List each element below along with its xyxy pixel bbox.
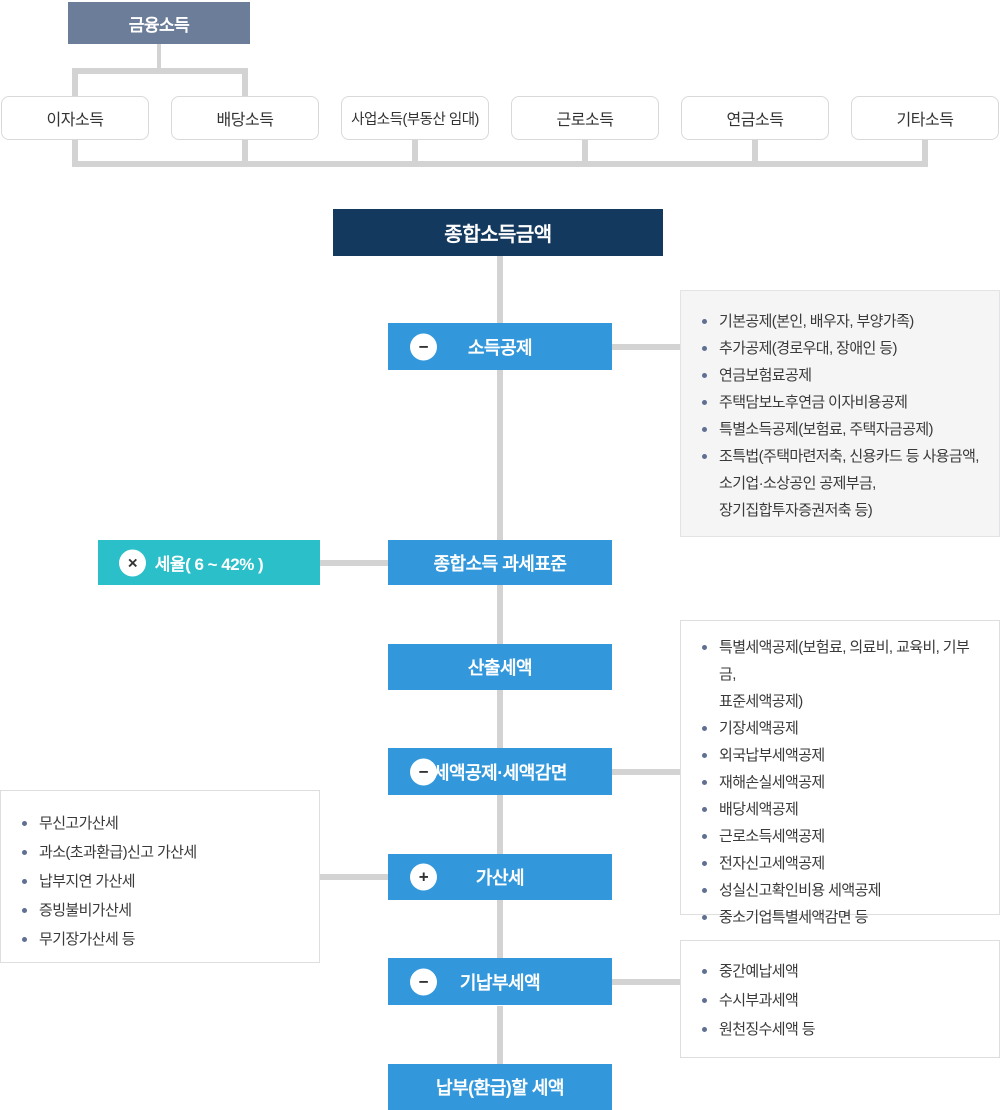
income-box-earned: 근로소득: [511, 96, 659, 140]
connector-line: [922, 140, 928, 161]
income-deduction-list: 기본공제(본인, 배우자, 부양가족)추가공제(경로우대, 장애인 등)연금보험…: [681, 308, 999, 524]
connector-line: [72, 68, 248, 74]
list-item: 연금보험료공제: [681, 362, 999, 389]
list-item: 조특법(주택마련저축, 신용카드 등 사용금액, 소기업·소상공인 공제부금, …: [681, 443, 999, 524]
connector-line: [582, 140, 588, 161]
tax-credit-box: − 세액공제·세액감면: [388, 748, 612, 795]
total-income-label: 종합소득금액: [444, 224, 552, 246]
income-deduction-box: − 소득공제: [388, 323, 612, 370]
list-item: 전자신고세액공제: [681, 850, 999, 877]
list-item: 과소(초과환급)신고 가산세: [1, 838, 319, 867]
list-item: 특별소득공제(보험료, 주택자금공제): [681, 416, 999, 443]
connector-line: [497, 1006, 503, 1064]
income-box-interest: 이자소득: [1, 96, 149, 140]
connector-line: [72, 68, 78, 96]
prepaid-tax-label: 기납부세액: [459, 972, 541, 993]
connector-line: [497, 900, 503, 958]
multiply-icon: ×: [119, 549, 146, 576]
tax-base-box: 종합소득 과세표준: [388, 540, 612, 585]
connector-line: [497, 256, 503, 323]
tax-credit-label: 세액공제·세액감면: [433, 762, 567, 783]
list-item: 수시부과세액: [681, 986, 999, 1015]
income-deduction-label: 소득공제: [467, 337, 533, 358]
list-item: 기장세액공제: [681, 715, 999, 742]
minus-icon: −: [410, 758, 437, 785]
income-label: 배당소득: [216, 112, 274, 129]
list-item: 재해손실세액공제: [681, 769, 999, 796]
list-item: 무기장가산세 등: [1, 925, 319, 954]
connector-line: [752, 140, 758, 161]
income-box-pension: 연금소득: [681, 96, 829, 140]
financial-income-label: 금융소득: [128, 15, 190, 35]
income-label: 기타소득: [896, 112, 954, 129]
connector-line: [497, 585, 503, 644]
connector-line: [612, 979, 680, 985]
tax-base-label: 종합소득 과세표준: [433, 553, 567, 574]
list-item: 성실신고확인비용 세액공제: [681, 877, 999, 904]
list-item: 중간예납세액: [681, 957, 999, 986]
list-item: 무신고가산세: [1, 809, 319, 838]
list-item: 특별세액공제(보험료, 의료비, 교육비, 기부금, 표준세액공제): [681, 634, 999, 715]
list-item: 주택담보노후연금 이자비용공제: [681, 389, 999, 416]
income-deduction-panel: 기본공제(본인, 배우자, 부양가족)추가공제(경로우대, 장애인 등)연금보험…: [680, 290, 1000, 537]
connector-line: [612, 769, 680, 775]
connector-line: [497, 370, 503, 540]
income-box-dividend: 배당소득: [171, 96, 319, 140]
list-item: 납부지연 가산세: [1, 867, 319, 896]
penalty-tax-label: 가산세: [475, 868, 525, 888]
financial-income-box: 금융소득: [68, 2, 250, 44]
connector-line: [157, 44, 161, 70]
minus-icon: −: [410, 968, 437, 995]
list-item: 중소기업특별세액감면 등: [681, 904, 999, 931]
connector-line: [612, 344, 680, 350]
list-item: 배당세액공제: [681, 796, 999, 823]
minus-icon: −: [410, 333, 437, 360]
connector-line: [242, 140, 248, 161]
calculated-tax-label: 산출세액: [467, 658, 533, 678]
income-box-other: 기타소득: [851, 96, 999, 140]
income-box-business: 사업소득(부동산 임대): [341, 96, 489, 140]
final-tax-box: 납부(환급)할 세액: [388, 1064, 612, 1110]
income-label: 사업소득(부동산 임대): [351, 111, 479, 128]
list-item: 증빙불비가산세: [1, 896, 319, 925]
income-label: 근로소득: [556, 112, 614, 129]
list-item: 추가공제(경로우대, 장애인 등): [681, 335, 999, 362]
income-label: 이자소득: [46, 112, 104, 129]
penalty-tax-box: + 가산세: [388, 854, 612, 900]
plus-icon: +: [410, 863, 437, 891]
connector-line: [72, 161, 928, 167]
connector-line: [497, 795, 503, 854]
prepaid-tax-box: − 기납부세액: [388, 958, 612, 1005]
calculated-tax-box: 산출세액: [388, 644, 612, 690]
connector-line: [412, 140, 418, 161]
list-item: 외국납부세액공제: [681, 742, 999, 769]
list-item: 기본공제(본인, 배우자, 부양가족): [681, 308, 999, 335]
tax-credit-list: 특별세액공제(보험료, 의료비, 교육비, 기부금, 표준세액공제)기장세액공제…: [681, 634, 999, 931]
list-item: 원천징수세액 등: [681, 1015, 999, 1044]
final-tax-label: 납부(환급)할 세액: [436, 1078, 564, 1098]
list-item: 근로소득세액공제: [681, 823, 999, 850]
tax-credit-panel: 특별세액공제(보험료, 의료비, 교육비, 기부금, 표준세액공제)기장세액공제…: [680, 620, 1000, 926]
connector-line: [320, 874, 388, 880]
connector-line: [320, 560, 388, 566]
income-label: 연금소득: [726, 112, 784, 129]
tax-rate-box: × 세율( 6 ~ 42% ): [98, 540, 320, 585]
connector-line: [72, 140, 78, 161]
connector-line: [497, 690, 503, 748]
tax-rate-label: 세율( 6 ~ 42% ): [154, 555, 264, 574]
connector-line: [242, 68, 248, 96]
total-income-box: 종합소득금액: [333, 209, 663, 256]
